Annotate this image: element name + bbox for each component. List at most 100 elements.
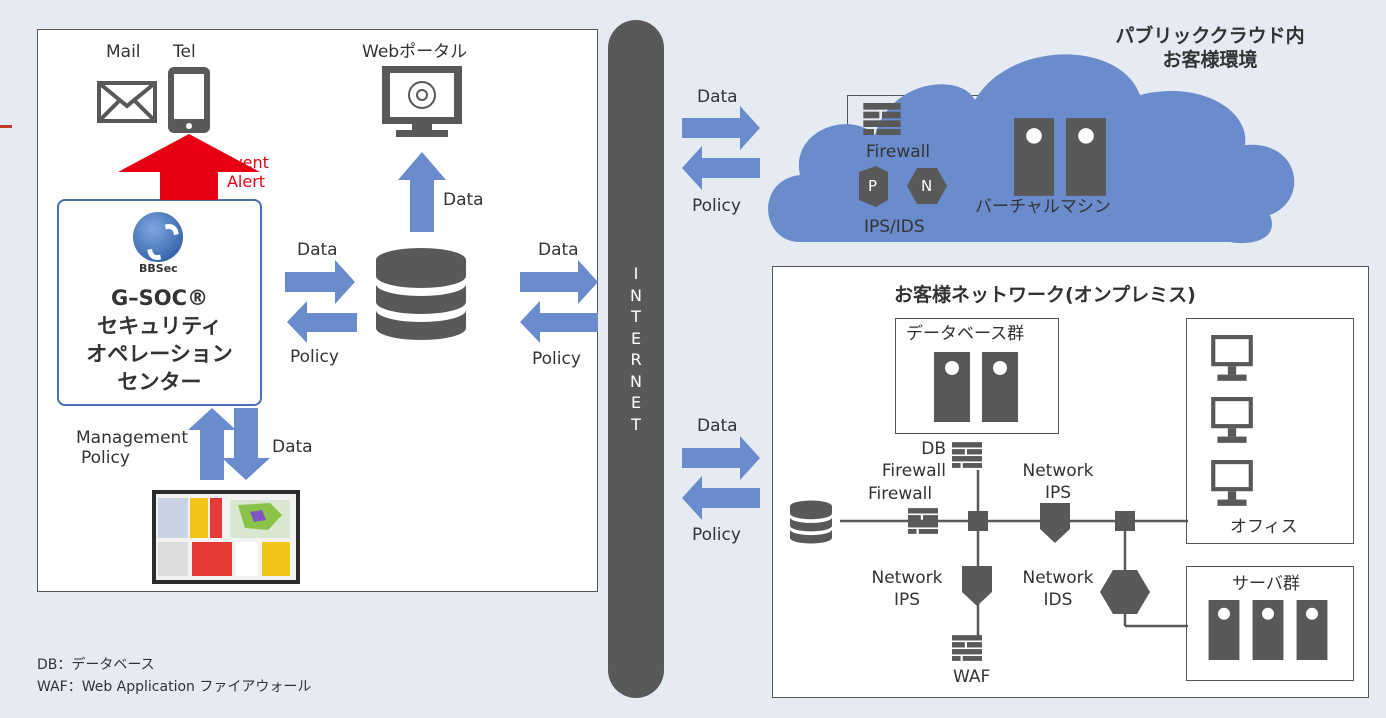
office-pc-2 — [1213, 399, 1251, 443]
web-portal-icon — [382, 66, 462, 137]
cloud-data-arrow — [682, 106, 760, 150]
internet-policy-arrow — [520, 301, 598, 343]
policy-text: Policy — [81, 448, 130, 469]
office-frame — [1186, 318, 1354, 544]
soc-line-1: セキュリティ — [97, 314, 222, 338]
cloud-policy-arrow — [682, 146, 760, 190]
mail-icon — [97, 81, 157, 123]
event-alert-label: Event Alert — [218, 153, 274, 191]
waf-label: WAF — [953, 667, 991, 687]
server-group-label: サーバ群 — [1232, 574, 1300, 594]
legend-db: DB：データベース — [37, 657, 155, 673]
onprem-data-label: Data — [697, 416, 738, 436]
cloud-title: パブリッククラウド内 お客様環境 — [1080, 24, 1340, 72]
db-group-label: データベース群 — [906, 324, 1025, 344]
data-up-label: Data — [443, 190, 484, 210]
onprem-frame — [772, 266, 1369, 698]
brand-text: BBSec — [139, 262, 178, 275]
management-text: Management — [76, 428, 188, 448]
cloud-ips-p-icon — [859, 166, 888, 207]
data-down-arrow — [222, 408, 270, 480]
onprem-title: お客様ネットワーク(オンプレミス) — [894, 284, 1196, 306]
server-group-2 — [1252, 600, 1284, 660]
soc-database-icon — [376, 248, 466, 340]
cloud-data-label: Data — [697, 87, 738, 107]
server-group-3 — [1296, 600, 1328, 660]
db-group-frame — [895, 318, 1059, 434]
waf-icon — [952, 635, 982, 661]
soc-title-block: G–SOC® セキュリティ オペレーション センター — [57, 284, 262, 396]
soc-policy-label: Policy — [290, 347, 339, 367]
network-text: Network — [1022, 461, 1094, 481]
cloud-vm-label: バーチャルマシン — [975, 197, 1111, 217]
server-group-frame — [1186, 566, 1354, 681]
internet-letter: R — [630, 350, 642, 369]
internet-pillar — [608, 20, 664, 698]
network-ips-bottom-label: Network IPS — [864, 567, 950, 611]
db-firewall-label: DB Firewall — [868, 438, 946, 482]
network-ips-bottom-icon — [962, 566, 992, 606]
internet-data-label: Data — [538, 240, 579, 260]
internet-letter: N — [630, 285, 642, 305]
cloud-title-line-2: お客様環境 — [1162, 49, 1258, 71]
event-text: Event — [223, 153, 269, 172]
network-ips-top-label: Network IPS — [1015, 460, 1101, 504]
cloud-ips-ids-label: IPS/IDS — [864, 217, 925, 237]
web-portal-label: Webポータル — [362, 42, 468, 62]
server-group-1 — [1208, 600, 1240, 660]
data-down-label: Data — [272, 437, 313, 457]
ips-text: IPS — [893, 590, 921, 610]
internet-data-arrow — [520, 260, 598, 304]
soc-logo-icon — [133, 212, 186, 266]
soc-data-arrow — [285, 260, 355, 304]
office-pc-1 — [1213, 337, 1251, 381]
legend: DB：データベース WAF：Web Application ファイアウォール — [37, 654, 311, 698]
network-text: Network — [871, 568, 943, 588]
ips-text: IPS — [1044, 483, 1072, 503]
office-pc-3 — [1213, 462, 1251, 506]
db-firewall-icon — [952, 442, 982, 468]
accent-line — [0, 125, 12, 128]
data-up-arrow — [398, 152, 446, 232]
event-alert-arrow — [118, 134, 260, 200]
switch-2 — [1115, 511, 1135, 531]
dashboard-thumbnail — [152, 490, 300, 584]
onprem-firewall-label: Firewall — [868, 484, 933, 504]
cloud-title-line-1: パブリッククラウド内 — [1115, 25, 1305, 47]
internet-letter: T — [631, 307, 641, 326]
onprem-data-arrow — [682, 436, 760, 480]
soc-data-label: Data — [297, 240, 338, 260]
db-server-1 — [934, 352, 970, 422]
tel-label: Tel — [173, 42, 196, 62]
network-ids-icon — [1100, 570, 1150, 614]
legend-waf: WAF：Web Application ファイアウォール — [37, 679, 312, 695]
tel-icon — [168, 67, 210, 133]
management-policy-label: Management Policy — [58, 428, 188, 469]
cloud-ips-p-label: P — [868, 177, 878, 195]
alert-text: Alert — [226, 172, 266, 192]
soc-panel-frame — [37, 29, 598, 592]
onprem-policy-arrow — [682, 476, 760, 520]
ids-text: IDS — [1043, 590, 1073, 610]
db-server-2 — [982, 352, 1018, 422]
cloud-vm-server-1 — [1014, 118, 1054, 196]
network-ips-top-icon — [1040, 503, 1070, 543]
onprem-database-icon — [790, 500, 832, 544]
cloud-vm-server-2 — [1066, 118, 1106, 196]
internet-letter: T — [631, 414, 641, 434]
soc-title: G–SOC® — [110, 286, 209, 310]
soc-line-2: オペレーション — [86, 342, 233, 366]
cloud-policy-label: Policy — [692, 196, 741, 216]
db-text: DB — [921, 439, 946, 459]
internet-letter: E — [630, 328, 642, 348]
soc-line-3: センター — [117, 370, 202, 394]
cloud-ips-n-label: N — [921, 177, 933, 195]
internet-letter: I — [633, 264, 639, 283]
internet-label: I N T E R N E T — [608, 263, 664, 435]
network-ids-label: Network IDS — [1015, 567, 1101, 611]
network-text: Network — [1022, 568, 1094, 588]
cloud-firewall-label: Firewall — [866, 142, 931, 162]
cloud-ips-n-icon — [907, 168, 947, 204]
